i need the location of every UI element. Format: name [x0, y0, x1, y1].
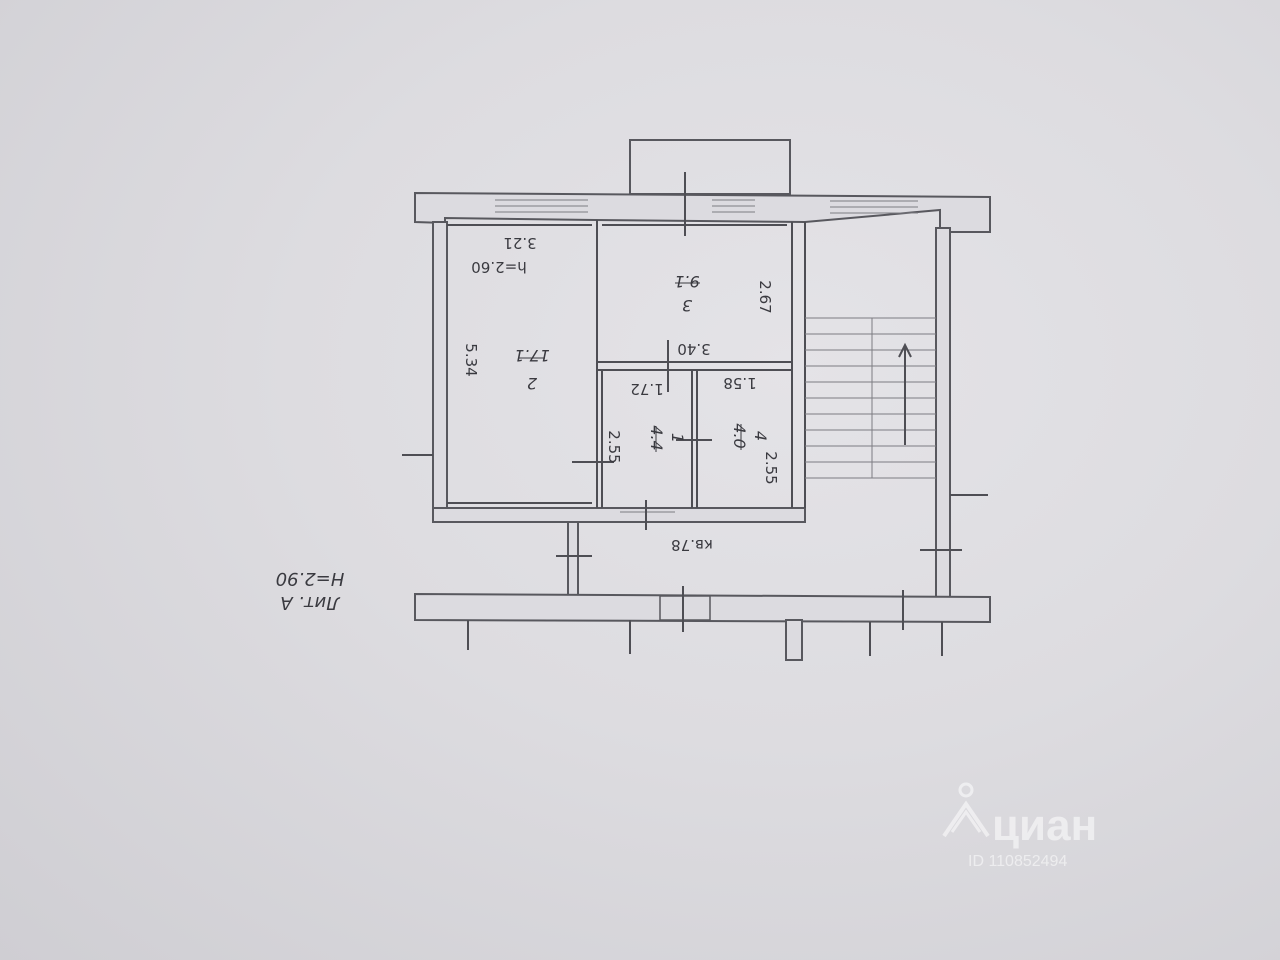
cian-watermark: циан ID 110852494 [942, 782, 1097, 870]
balcony [629, 139, 791, 195]
sheet-label: Лит. А [280, 592, 340, 613]
bottom-external-wall [414, 586, 991, 661]
watermark-brand: циан [992, 801, 1097, 850]
room-2-width: 3.21 [503, 234, 536, 252]
room-4-labels: 1.58 4.0 4 2.55 [723, 374, 780, 485]
interior-walls [447, 220, 806, 508]
ceiling-height: h=2.60 [471, 258, 526, 276]
cian-logo-icon [942, 782, 990, 838]
window-top-right [830, 200, 918, 214]
sheet-stamp: Лит. А H=2.90 [276, 568, 345, 613]
room-3-length: 2.67 [756, 280, 774, 313]
window-top-mid [712, 199, 755, 213]
room-2-labels: 3.21 h=2.60 5.34 17.1 2 [462, 234, 550, 393]
room-2-length: 5.34 [462, 343, 480, 376]
window-top-left [495, 199, 588, 213]
room-1-number: 1 [668, 433, 687, 443]
room-2-area: 17.1 [514, 346, 550, 365]
room-4-area: 4.0 [730, 423, 749, 448]
room-3-area: 9.1 [674, 272, 699, 291]
room-2-number: 2 [527, 374, 537, 393]
room-1-labels: 1.72 2.55 4.4 1 [605, 380, 687, 464]
stair-steps [805, 317, 936, 479]
room-3-width: 3.40 [677, 340, 710, 358]
bottom-wall [432, 507, 806, 523]
stair-right-wall [935, 227, 951, 599]
stairwell [805, 227, 988, 599]
room-1-length: 2.55 [605, 430, 623, 463]
room-4-width: 1.58 [723, 374, 756, 392]
corridor-partition [567, 521, 579, 598]
room-1-width: 1.72 [630, 380, 663, 398]
flat-number: кв.78 [671, 536, 713, 554]
room-4-length: 2.55 [762, 451, 780, 484]
room-4-number: 4 [751, 431, 770, 441]
room-3-number: 3 [682, 296, 692, 315]
room-3-labels: 9.1 3 2.67 3.40 [674, 272, 774, 358]
left-wall [432, 221, 448, 521]
watermark-id: ID 110852494 [968, 853, 1067, 870]
entrance-door [659, 595, 711, 621]
top-wall [414, 172, 991, 236]
building-height: H=2.90 [276, 568, 345, 589]
